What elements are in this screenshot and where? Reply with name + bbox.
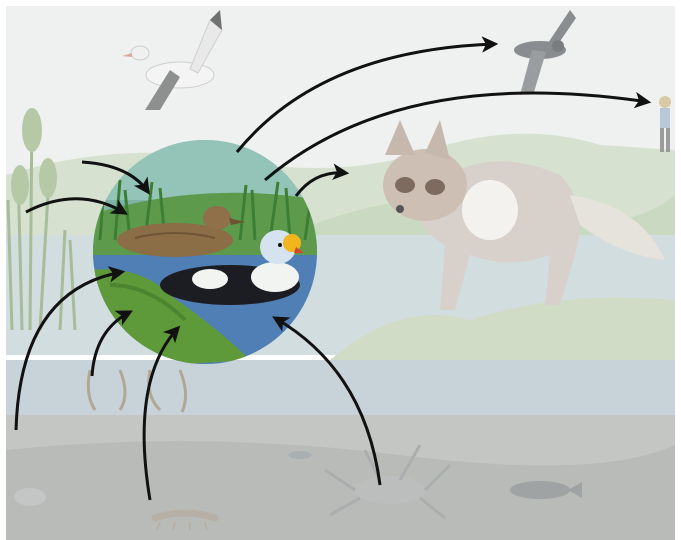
- snail-icon: [14, 488, 46, 506]
- water-surface: [6, 360, 675, 420]
- insect-larva-icon: [288, 451, 312, 459]
